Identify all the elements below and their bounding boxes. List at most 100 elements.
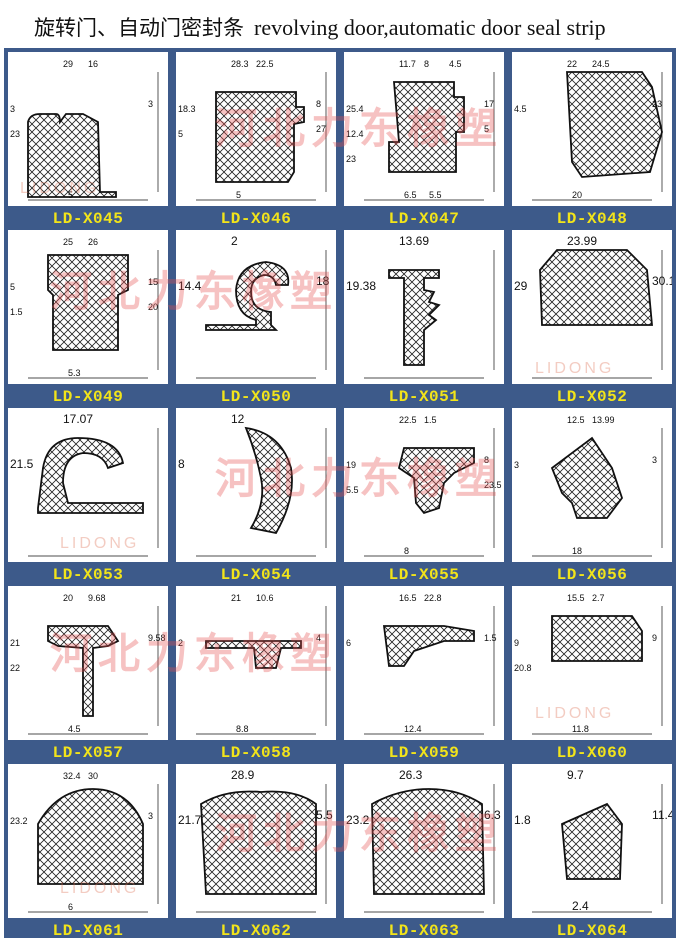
profile-shape [37, 788, 144, 885]
dimension-label: 2.4 [572, 899, 589, 913]
product-code-label: LD-X047 [388, 210, 460, 228]
profile-shape [397, 447, 475, 515]
dimension-label: 18.3 [178, 104, 196, 114]
dimension-label: 19 [346, 460, 356, 470]
product-code-label: LD-X064 [556, 922, 628, 940]
dimension-label: 8 [424, 59, 429, 69]
dimension-label: 3 [652, 455, 657, 465]
dimension-label: 30 [88, 771, 98, 781]
dimension-label: 8 [316, 99, 321, 109]
dimension-label: 22.8 [424, 593, 442, 603]
dimension-label: 1.5 [10, 307, 23, 317]
dimension-label: 13.99 [592, 415, 615, 425]
dimension-label: 24.5 [592, 59, 610, 69]
dimension-label: 22 [10, 663, 20, 673]
title-en: revolving door,automatic door seal strip [254, 15, 606, 40]
dimension-label: 6 [346, 638, 351, 648]
profile-shape [551, 615, 643, 662]
dimension-label: 6.5 [404, 190, 417, 200]
product-code-label: LD-X056 [556, 566, 628, 584]
product-code-label: LD-X050 [220, 388, 292, 406]
dimension-label: 11.8 [572, 724, 589, 734]
dimension-label: 28.9 [231, 768, 255, 782]
dimension-label: 5.5 [346, 485, 359, 495]
dimension-label: 20 [63, 593, 73, 603]
dimension-label: 21.7 [178, 813, 202, 827]
profile-shape [37, 437, 144, 514]
dimension-label: 22 [567, 59, 577, 69]
dimension-label: 2 [178, 638, 183, 648]
dimension-label: 12.4 [346, 129, 364, 139]
product-code-label: LD-X062 [220, 922, 292, 940]
profile-drawing: 26.3 23.2 6.3 [346, 768, 501, 913]
dimension-label: 25.4 [346, 104, 364, 114]
profile-drawing: 17.07 21.5 [10, 412, 159, 557]
profile-shape [566, 71, 663, 178]
dimension-label: 1.5 [424, 415, 437, 425]
profile-shape [27, 113, 117, 198]
profile-shape [47, 254, 129, 351]
dimension-label: 23 [346, 154, 356, 164]
dimension-label: 8.8 [236, 724, 249, 734]
dimension-label: 32.4 [63, 771, 81, 781]
product-code-label: LD-X053 [52, 566, 124, 584]
dimension-label: 26.3 [399, 768, 423, 782]
dimension-label: 21.5 [10, 457, 34, 471]
profile-shape [205, 261, 290, 331]
dimension-label: 23.2 [346, 813, 370, 827]
product-code-label: LD-X060 [556, 744, 628, 762]
dimension-label: 9.7 [567, 768, 584, 782]
dimension-label: 13.69 [399, 234, 429, 248]
product-code-label: LD-X052 [556, 388, 628, 406]
dimension-label: 6.3 [484, 808, 501, 822]
dimension-label: 29 [63, 59, 73, 69]
profile-shape [388, 81, 465, 173]
product-cell-ld-x053: 17.07 21.5 [8, 408, 168, 562]
product-code-label: LD-X051 [388, 388, 460, 406]
dimension-label: 23.99 [567, 234, 597, 248]
dimension-label: 21 [231, 593, 241, 603]
dimension-label: 18 [316, 274, 330, 288]
dimension-label: 3 [514, 460, 519, 470]
product-cell-ld-x063: 26.3 23.2 6.3 [344, 764, 504, 918]
dimension-label: 28.3 [231, 59, 249, 69]
profile-shape [550, 436, 624, 519]
dimension-label: 17.07 [63, 412, 93, 426]
dimension-label: 11.4 [652, 808, 672, 822]
profile-shape [371, 788, 485, 895]
product-code-label: LD-X054 [220, 566, 292, 584]
dimension-label: 30.12 [652, 274, 672, 288]
dimension-label: 16 [88, 59, 98, 69]
dimension-label: 3 [148, 811, 153, 821]
dimension-label: 4 [316, 633, 321, 643]
dimension-label: 3 [148, 99, 153, 109]
dimension-label: 5.5 [429, 190, 442, 200]
profile-shape [200, 790, 317, 895]
product-code-label: LD-X046 [220, 210, 292, 228]
dimension-label: 8 [484, 455, 489, 465]
dimension-label: 12 [231, 412, 245, 426]
